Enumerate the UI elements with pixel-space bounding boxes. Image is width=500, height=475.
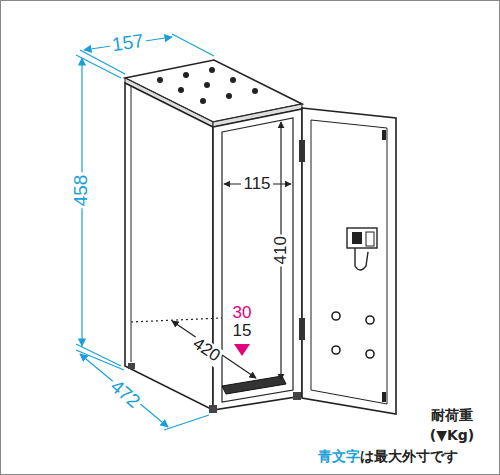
- door: [302, 108, 396, 414]
- vent-holes: [157, 67, 258, 104]
- lock: [347, 228, 377, 270]
- load-unit: (▼Kg): [430, 428, 474, 443]
- outer-dimension: 157: [109, 30, 147, 56]
- outer-dimension: 458: [72, 172, 93, 208]
- outer-dimension: 472: [105, 375, 146, 414]
- load-note: 耐荷重: [431, 408, 473, 423]
- dimension-line: [172, 321, 256, 378]
- load-triangle: [234, 344, 250, 356]
- legend-note: 青文字: [318, 449, 360, 464]
- side-panel: [125, 83, 213, 410]
- bottom-tray: [222, 376, 286, 394]
- inner-dimension: 420: [187, 333, 224, 367]
- hinge: [299, 140, 305, 162]
- opening: [222, 118, 293, 402]
- legend-note: は最大外寸です: [360, 449, 458, 464]
- hinge: [299, 318, 305, 340]
- inner-dimension: 115: [241, 175, 272, 194]
- door-holes: [332, 312, 374, 358]
- outer-dimensions: [76, 34, 214, 430]
- inner-dimension: 410: [272, 234, 291, 266]
- floor-line: [131, 318, 222, 322]
- front-frame: [213, 109, 302, 410]
- load-value: 15: [233, 322, 252, 341]
- load-value: 30: [233, 304, 252, 323]
- door-panel: [311, 120, 387, 404]
